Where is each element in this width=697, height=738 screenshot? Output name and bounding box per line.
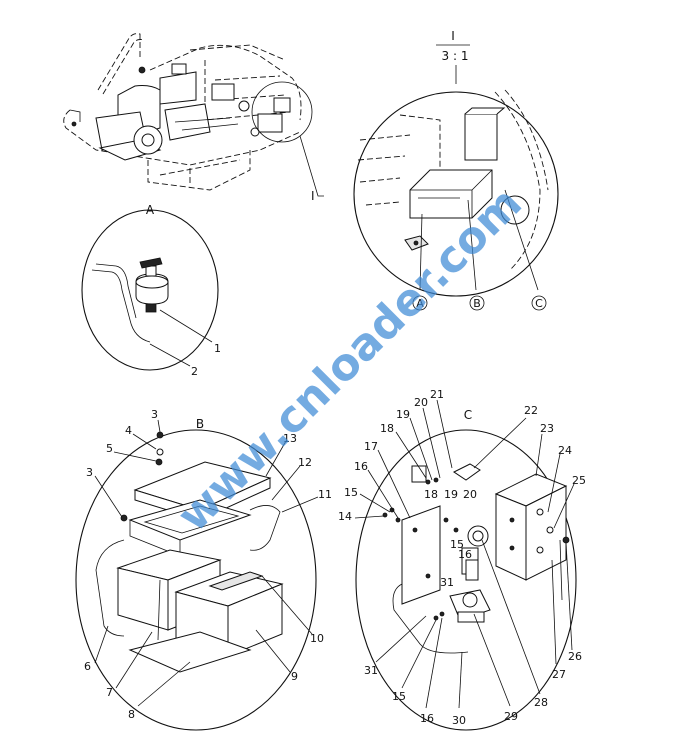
callout-b-6: 6 (84, 660, 91, 673)
callout-b-7: 7 (106, 686, 113, 699)
callout-c-19-inner: 19 (444, 488, 458, 501)
position-marker-b: B (473, 297, 481, 310)
callout-b-9: 9 (291, 670, 298, 683)
callout-b-11: 11 (318, 488, 332, 501)
callout-c-30: 30 (452, 714, 466, 727)
callout-c-20-inner: 20 (463, 488, 477, 501)
callout-c-29: 29 (504, 710, 518, 723)
detail-numeral: I (451, 29, 455, 43)
callout-c-31-bottom: 31 (364, 664, 378, 677)
callout-c-19: 19 (396, 408, 410, 421)
callout-c-24: 24 (558, 444, 572, 457)
callout-b-13: 13 (283, 432, 297, 445)
callout-c-15: 15 (344, 486, 358, 499)
callout-c-18-inner: 18 (424, 488, 438, 501)
callout-b-8: 8 (128, 708, 135, 721)
callout-c-28: 28 (534, 696, 548, 709)
view-c-label: C (464, 408, 472, 422)
detail-scale: 3 : 1 (442, 49, 469, 63)
position-marker-a: A (416, 297, 424, 310)
callout-c-15-bottom: 15 (392, 690, 406, 703)
callout-b-3-top: 3 (151, 408, 158, 421)
callout-a-2: 2 (191, 365, 198, 378)
callout-b-12: 12 (298, 456, 312, 469)
callout-c-14: 14 (338, 510, 352, 523)
detail-i-view: I 3 : 1 A B C (353, 29, 559, 311)
view-b: B (75, 408, 332, 731)
callout-b-4: 4 (125, 424, 132, 437)
callout-c-17: 17 (364, 440, 378, 453)
callout-c-16-inner: 16 (458, 548, 472, 561)
overview-detail-callout: I (311, 189, 315, 203)
view-c: C (338, 388, 586, 731)
callout-c-26: 26 (568, 650, 582, 663)
callout-c-21: 21 (430, 388, 444, 401)
callout-c-25: 25 (572, 474, 586, 487)
view-a: A 1 2 (81, 203, 221, 378)
callout-c-16-bottom: 16 (420, 712, 434, 725)
callout-a-1: 1 (214, 342, 221, 355)
callout-c-22: 22 (524, 404, 538, 417)
callout-c-16: 16 (354, 460, 368, 473)
callout-c-23: 23 (540, 422, 554, 435)
position-marker-c: C (535, 297, 543, 310)
view-b-label: B (196, 417, 204, 431)
callout-c-15-inner: 15 (450, 538, 464, 551)
callout-b-3-left: 3 (86, 466, 93, 479)
callout-c-31-inner: 31 (440, 576, 454, 589)
machine-overview: I (63, 33, 324, 203)
callout-c-18: 18 (380, 422, 394, 435)
callout-c-20: 20 (414, 396, 428, 409)
callout-b-10: 10 (310, 632, 324, 645)
callout-c-27: 27 (552, 668, 566, 681)
callout-b-5: 5 (106, 442, 113, 455)
